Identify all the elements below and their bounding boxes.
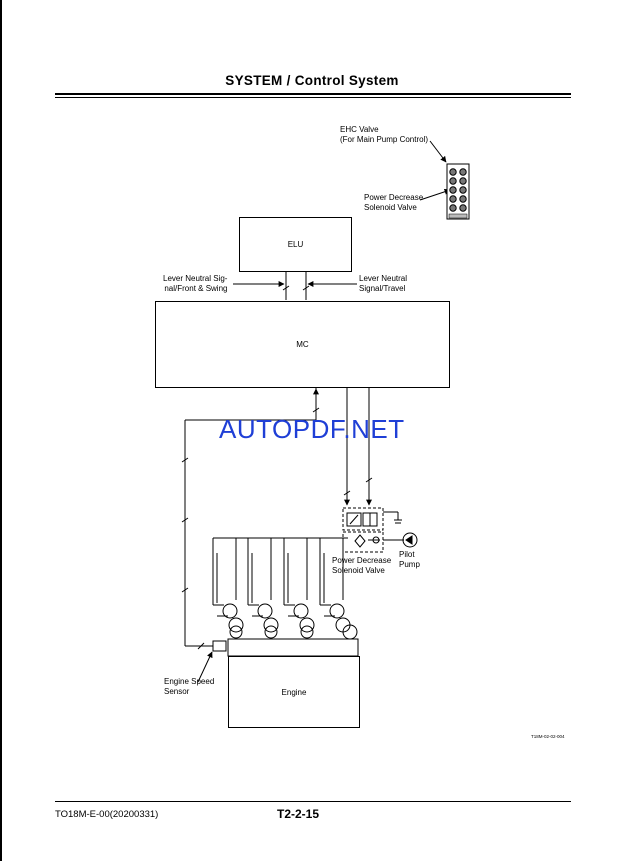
watermark: AUTOPDF.NET [219, 414, 405, 444]
lever-travel-label: Lever Neutral Signal/Travel [359, 274, 408, 293]
footer-doc-code: TO18M-E-00(20200331) [55, 809, 159, 820]
mc-box: MC [155, 301, 450, 388]
footer-page-number: T2-2-15 [277, 807, 320, 821]
elu-label: ELU [287, 240, 304, 249]
elu-box: ELU [239, 217, 352, 272]
engine-box: Engine [228, 656, 360, 728]
figure-code: T18M-02-02-004 [531, 734, 565, 739]
pump-group-3 [284, 603, 315, 639]
header-rule-thin [55, 97, 571, 98]
page-title: SYSTEM / Control System [225, 73, 399, 88]
ehc-valve-icon [446, 163, 470, 220]
ehc-valve-label: EHC Valve (For Main Pump Control) [340, 125, 429, 144]
engine-label: Engine [281, 687, 307, 697]
mc-label: MC [296, 340, 309, 349]
lever-front-swing-label: Lever Neutral Sig- nal/Front & Swing [163, 274, 228, 293]
pilot-pump-label: Pilot Pump [399, 550, 420, 569]
pump-group-1 [213, 603, 244, 639]
power-decrease-top-label: Power Decrease Solenoid Valve [364, 193, 424, 212]
pump-group-2 [248, 603, 279, 639]
header-rule-thick [55, 93, 571, 95]
page-edge-line [0, 0, 2, 861]
pump-group-4 [320, 603, 358, 640]
footer-rule [55, 801, 571, 802]
power-decrease-bottom-label: Power Decrease Solenoid Valve [332, 556, 392, 575]
engine-speed-sensor-label: Engine Speed Sensor [164, 677, 215, 696]
